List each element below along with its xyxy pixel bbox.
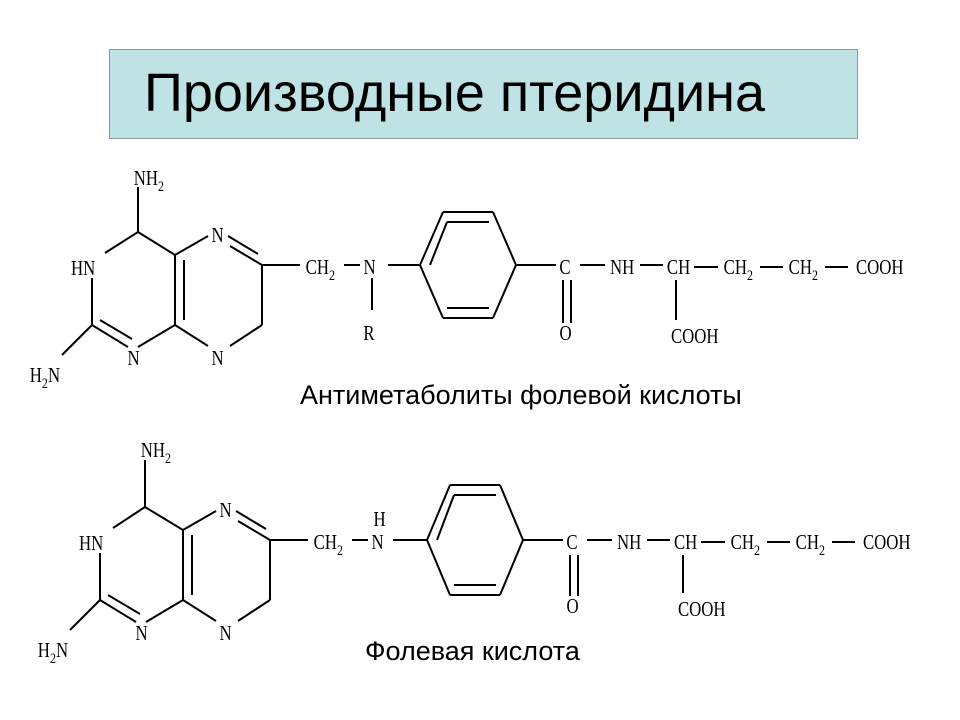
benzene-ring bbox=[352, 484, 563, 596]
n-label: N bbox=[364, 256, 376, 279]
ch2-linker: CH2 bbox=[314, 531, 344, 558]
n-label: N bbox=[372, 531, 384, 554]
ch2-label: CH2 bbox=[789, 256, 819, 283]
ch2-label: CH2 bbox=[724, 256, 754, 283]
antimetabolite-structure: NH2 HN N N N H2N CH2 N R C O NH CH CH2 C… bbox=[30, 167, 904, 391]
cooh-label: COOH bbox=[856, 256, 904, 279]
title-box: Производные птеридина bbox=[109, 49, 858, 139]
nh-label: NH bbox=[617, 531, 641, 554]
r-substituent: R bbox=[363, 322, 374, 345]
ch2-label: CH2 bbox=[796, 531, 826, 558]
glutamate-chain bbox=[569, 539, 855, 596]
carbonyl-oxygen: O bbox=[560, 322, 572, 345]
carbonyl-carbon: C bbox=[559, 256, 570, 279]
n-label: N bbox=[212, 224, 224, 247]
cooh-label: COOH bbox=[678, 598, 726, 621]
pteridine-rings bbox=[69, 460, 308, 631]
slide-title: Производные птеридина bbox=[144, 63, 766, 123]
folic-acid-structure: NH2 HN N N N H2N CH2 H N C O NH CH CH2 C… bbox=[38, 439, 911, 666]
ch-label: CH bbox=[667, 256, 691, 279]
carbonyl-carbon: C bbox=[566, 531, 577, 554]
carbonyl-oxygen: O bbox=[567, 595, 579, 618]
n-label: N bbox=[128, 347, 140, 370]
folic-acid-caption: Фолевая кислота bbox=[365, 636, 580, 666]
cooh-label: COOH bbox=[863, 531, 911, 554]
amino-group-bottom: H2N bbox=[38, 639, 69, 666]
antimetabolites-caption: Антиметаболиты фолевой кислоты bbox=[300, 380, 742, 410]
ch-label: CH bbox=[674, 531, 698, 554]
amino-group-top: NH2 bbox=[134, 167, 164, 194]
glutamate-chain bbox=[562, 264, 848, 323]
hn-label: HN bbox=[71, 257, 95, 280]
nh-label: NH bbox=[610, 256, 634, 279]
benzene-ring bbox=[344, 211, 556, 319]
n-label: N bbox=[220, 622, 232, 645]
ch2-linker: CH2 bbox=[306, 256, 336, 283]
n-label: N bbox=[212, 347, 224, 370]
amino-group-top: NH2 bbox=[141, 439, 171, 466]
pteridine-rings bbox=[61, 187, 300, 356]
cooh-label: COOH bbox=[671, 325, 719, 348]
hn-label: HN bbox=[79, 532, 103, 555]
ch2-label: CH2 bbox=[731, 531, 761, 558]
n-label: N bbox=[220, 499, 232, 522]
amino-group-bottom: H2N bbox=[30, 364, 61, 391]
n-label: N bbox=[136, 622, 148, 645]
amine-hydrogen: H bbox=[374, 508, 386, 531]
